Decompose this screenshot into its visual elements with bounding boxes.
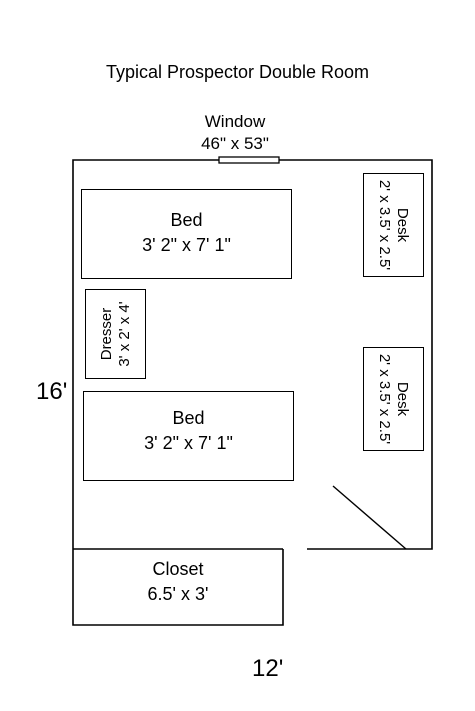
closet-size: 6.5' x 3' [147, 584, 209, 604]
dresser-text: Dresser 3' x 2' x 4' [98, 289, 134, 379]
desk-1: Desk 2' x 3.5' x 2.5' [363, 173, 424, 277]
desk-2-text: Desk 2' x 3.5' x 2.5' [375, 345, 411, 453]
bed-2-label: Bed [172, 408, 205, 428]
room-outline-wall [72, 159, 433, 626]
diagram-title: Typical Prospector Double Room [105, 62, 370, 82]
bed-1-size: 3' 2" x 7' 1" [142, 235, 231, 255]
dresser-size: 3' x 2' x 4' [116, 301, 133, 367]
desk-2-label: Desk [394, 381, 411, 417]
window-label-group: Window 46" x 53" [180, 111, 290, 155]
desk-2-size: 2' x 3.5' x 2.5' [376, 353, 393, 445]
closet-label: Closet [152, 559, 204, 579]
bed-1-label: Bed [170, 210, 203, 230]
window-marker [218, 156, 280, 164]
door-swing-line [332, 485, 407, 550]
desk-1-size: 2' x 3.5' x 2.5' [376, 179, 393, 271]
room-width-dimension: 12' [252, 655, 284, 682]
desk-1-label: Desk [394, 207, 411, 243]
desk-1-text: Desk 2' x 3.5' x 2.5' [375, 171, 411, 279]
dresser-label: Dresser [98, 307, 115, 361]
window-label: Window [204, 112, 266, 131]
dresser: Dresser 3' x 2' x 4' [85, 289, 146, 379]
window-size: 46" x 53" [201, 134, 269, 153]
desk-2: Desk 2' x 3.5' x 2.5' [363, 347, 424, 451]
bed-1: Bed 3' 2" x 7' 1" [81, 189, 292, 279]
room-height-dimension: 16' [36, 378, 68, 405]
bed-2-size: 3' 2" x 7' 1" [144, 433, 233, 453]
closet: Closet 6.5' x 3' [73, 557, 283, 607]
bed-2: Bed 3' 2" x 7' 1" [83, 391, 294, 481]
